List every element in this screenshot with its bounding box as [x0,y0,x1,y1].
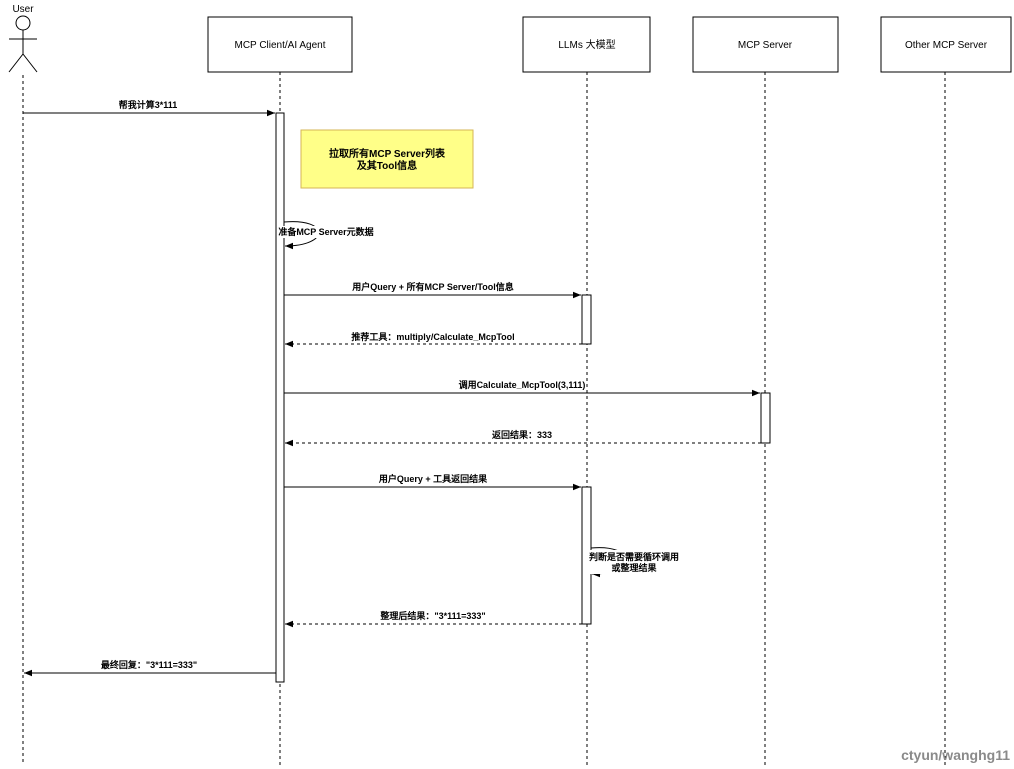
client-activation [275,112,285,683]
user-actor-icon [8,15,38,73]
client-participant: MCP Client/AI Agent [207,16,353,73]
msg-8-label-bg [586,550,682,574]
msg-6-label: 返回结果：333 [492,429,552,440]
other-server-participant: Other MCP Server [880,16,1012,73]
msg-3-label: 用户Query + 所有MCP Server/Tool信息 [351,281,513,292]
msg-1-label: 帮我计算3*111 [119,99,178,110]
server-label: MCP Server [738,40,793,51]
msg-9-label: 整理后结果："3*111=333" [379,610,485,621]
note-box: 拉取所有MCP Server列表 及其Tool信息 [300,129,474,189]
msg-2-label: 准备MCP Server元数据 [278,226,373,237]
note-line-2: 及其Tool信息 [357,159,417,172]
msg-10-label: 最终回复："3*111=333" [101,659,197,670]
msg-5-label: 调用Calculate_McpTool(3,111) [459,379,586,390]
msg-7-label: 用户Query + 工具返回结果 [378,473,488,484]
note-line-1: 拉取所有MCP Server列表 [329,147,446,160]
msg-4-label: 推荐工具：multiply/Calculate_McpTool [351,331,514,342]
user-label: User [12,4,34,15]
llm-label: LLMs 大模型 [558,38,615,51]
server-activation [760,392,771,444]
llm-activation-1 [581,294,592,345]
other-server-label: Other MCP Server [905,40,988,51]
msg-2-label-bg [278,226,374,238]
msg-8-label-line-1: 判断是否需要循环调用 [589,551,679,562]
watermark: ctyun/wanghg11 [901,747,1010,763]
client-label: MCP Client/AI Agent [235,40,326,51]
server-participant: MCP Server [692,16,839,73]
msg-8-label-line-2: 或整理结果 [611,562,657,573]
llm-participant: LLMs 大模型 [522,16,651,73]
